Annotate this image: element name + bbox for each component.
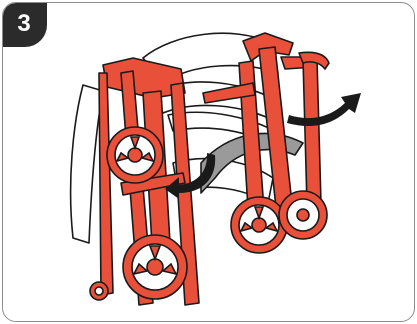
wheel-upper-left xyxy=(107,127,163,183)
wheel-lower-right-2 xyxy=(279,191,327,239)
step-number-badge: 3 xyxy=(3,3,47,47)
folded-stroller-icon xyxy=(3,3,414,321)
rotate-arrow-right-icon xyxy=(287,93,361,126)
wheel-lower-left xyxy=(123,235,187,299)
wheel-lower-right-1 xyxy=(231,197,287,253)
small-front-wheel xyxy=(90,282,108,300)
instruction-panel: 3 xyxy=(2,2,415,322)
